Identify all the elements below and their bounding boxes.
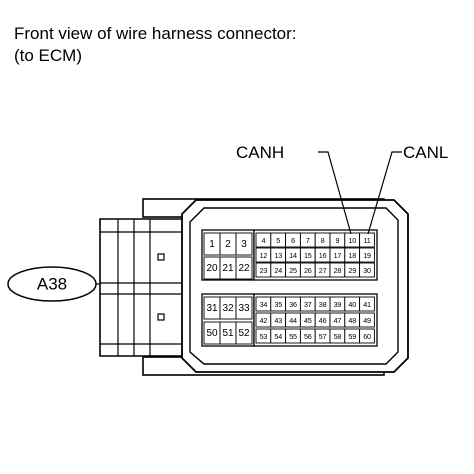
pin-number: 52 [238,328,250,339]
pin-number: 42 [260,316,268,325]
pin-number: 54 [274,332,282,341]
pin-number: 17 [334,251,342,260]
pin-number: 34 [260,300,268,309]
diagram-title: Front view of wire harness connector: [14,24,297,43]
pin-number: 16 [319,251,327,260]
pin-number: 59 [348,332,356,341]
pin-number: 21 [222,263,234,274]
pin-cavity [359,312,375,328]
pin-cavity [235,296,253,320]
pin-number: 30 [363,266,371,275]
pin-number: 43 [274,316,282,325]
connector-id-bubble [7,266,97,302]
canh-leader-line [318,151,352,235]
pin-number: 53 [260,332,268,341]
pin-number: 51 [222,328,234,339]
pin-cavity [235,232,253,256]
pin-number: 36 [289,300,297,309]
pin-number: 6 [291,236,295,245]
pin-number: 20 [206,263,218,274]
pin-number: 41 [363,300,371,309]
pin-number: 49 [363,316,371,325]
pin-number: 37 [304,300,312,309]
pin-number: 5 [276,236,280,245]
pin-number: 3 [241,239,247,250]
pin-cavity [235,321,253,345]
canh-label: CANH [236,143,284,162]
pin-cavity [235,256,253,280]
pin-number: 50 [206,328,218,339]
pin-number: 56 [304,332,312,341]
pin-number: 47 [334,316,342,325]
diagram-subtitle: (to ECM) [14,46,82,65]
canl-label: CANL [403,143,448,162]
pin-number: 44 [289,316,297,325]
pin-number: 22 [238,263,250,274]
pin-number: 35 [274,300,282,309]
pin-number: 48 [348,316,356,325]
pin-number: 38 [319,300,327,309]
pin-cavity [359,328,375,344]
connector-latch [99,218,186,357]
pin-number: 18 [348,251,356,260]
pin-number: 19 [363,251,371,260]
pin-number: 7 [306,236,310,245]
pin-number: 55 [289,332,297,341]
latch-slot-lower [157,313,165,321]
pin-number: 2 [225,239,231,250]
pin-number: 8 [321,236,325,245]
pin-number: 25 [289,266,297,275]
pin-number: 14 [289,251,297,260]
pin-number: 1 [209,239,215,250]
connector-id-label: A38 [37,275,67,294]
pin-number: 24 [274,266,282,275]
pin-number: 15 [304,251,312,260]
pin-cavity [359,247,375,263]
canl-leader-line [367,151,402,235]
pin-number: 29 [348,266,356,275]
latch-slot-upper [157,253,165,261]
pin-cavity [359,232,375,248]
pin-number: 26 [304,266,312,275]
pin-number: 28 [334,266,342,275]
pin-number: 23 [260,266,268,275]
pin-cavity [359,262,375,278]
pin-number: 9 [335,236,339,245]
pin-number: 33 [238,303,250,314]
pin-cavity [359,296,375,312]
pin-number: 60 [363,332,371,341]
pin-number: 57 [319,332,327,341]
pin-number: 4 [261,236,265,245]
pin-number: 45 [304,316,312,325]
pin-number: 27 [319,266,327,275]
pin-number: 11 [363,236,370,245]
pin-number: 31 [206,303,218,314]
pin-number: 10 [348,236,356,245]
pin-number: 46 [319,316,327,325]
pin-number: 12 [260,251,268,260]
pin-number: 32 [222,303,234,314]
pin-number: 13 [274,251,282,260]
pin-number: 58 [334,332,342,341]
pin-number: 39 [334,300,342,309]
pin-number: 40 [348,300,356,309]
